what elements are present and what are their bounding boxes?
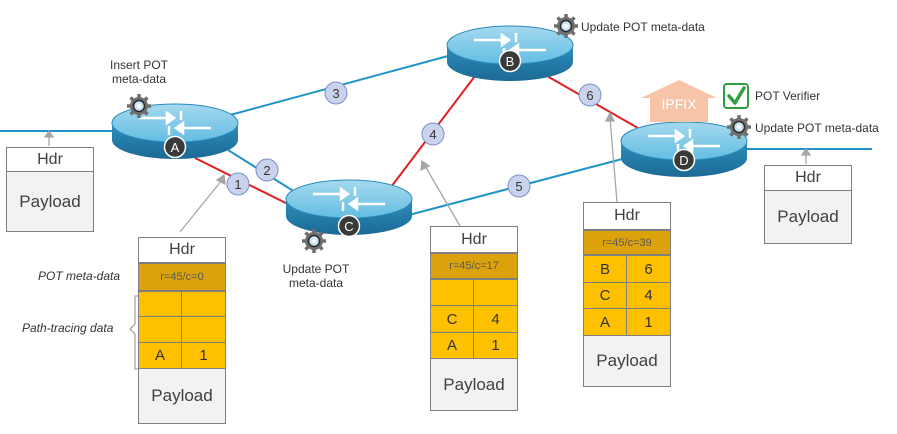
node-b-label: B bbox=[506, 54, 515, 69]
update-c-label: Update POT meta-data bbox=[270, 262, 362, 290]
hop-badges: 1 2 3 4 5 6 bbox=[226, 81, 602, 198]
insert-pot-line1: Insert POT bbox=[109, 58, 168, 72]
hop-1: 1 bbox=[234, 177, 241, 192]
trace-cell: 1 bbox=[473, 332, 518, 359]
ipfix-arrow bbox=[641, 80, 717, 122]
packet-header: Hdr bbox=[138, 237, 226, 263]
packet-payload: Payload bbox=[138, 368, 226, 424]
trace-cell: 6 bbox=[626, 255, 671, 283]
trace-cell: A bbox=[583, 308, 627, 336]
packet-arrows bbox=[43, 111, 812, 233]
hop-5: 5 bbox=[515, 179, 522, 194]
packet-payload: Payload bbox=[764, 190, 852, 244]
path-tracing-bracket bbox=[129, 295, 140, 370]
path-tracing-label: Path-tracing data bbox=[22, 321, 114, 335]
node-d-label: D bbox=[679, 153, 688, 168]
trace-cell: B bbox=[583, 255, 627, 283]
trace-cell: 1 bbox=[181, 342, 226, 369]
hop-2: 2 bbox=[263, 163, 270, 178]
trace-cell bbox=[430, 279, 474, 306]
hop-6: 6 bbox=[586, 88, 593, 103]
router-d bbox=[620, 121, 748, 177]
trace-cell bbox=[473, 279, 518, 306]
trace-cell: 4 bbox=[473, 305, 518, 333]
hop-3: 3 bbox=[332, 86, 339, 101]
trace-cell: C bbox=[583, 282, 627, 309]
node-badges: A B C D bbox=[163, 49, 696, 238]
pot-meta-cell: r=45/c=0 bbox=[138, 263, 226, 291]
ipfix-label: IPFIX bbox=[661, 96, 697, 112]
pot-meta-cell: r=45/c=39 bbox=[583, 230, 671, 255]
update-b-label: Update POT meta-data bbox=[581, 20, 705, 34]
trace-cell: A bbox=[430, 332, 474, 359]
trace-cell bbox=[138, 291, 182, 317]
packet-payload: Payload bbox=[583, 335, 671, 387]
pot-meta-label: POT meta-data bbox=[38, 269, 121, 283]
packet-header: Hdr bbox=[430, 226, 518, 253]
insert-pot-label: Insert POT meta-data bbox=[104, 58, 174, 86]
check-icon bbox=[723, 83, 749, 109]
node-a-label: A bbox=[171, 140, 180, 155]
update-d-label: Update POT meta-data bbox=[755, 121, 879, 135]
packet-header: Hdr bbox=[6, 147, 94, 172]
gear-icon-b bbox=[552, 12, 580, 40]
trace-cell bbox=[181, 316, 226, 343]
trace-cell: A bbox=[138, 342, 182, 369]
packet-header: Hdr bbox=[583, 202, 671, 230]
trace-cell: 1 bbox=[626, 308, 671, 336]
trace-cell bbox=[181, 291, 226, 317]
pot-verifier-label: POT Verifier bbox=[755, 89, 821, 103]
insert-pot-line2: meta-data bbox=[111, 72, 167, 86]
gear-icon-d bbox=[725, 113, 753, 141]
packet-payload: Payload bbox=[6, 171, 94, 232]
hop-4: 4 bbox=[429, 127, 436, 142]
update-c-line2: meta-data bbox=[288, 276, 344, 290]
gear-icon-c bbox=[300, 227, 328, 255]
trace-cell: C bbox=[430, 305, 474, 333]
packet-payload: Payload bbox=[430, 358, 518, 411]
node-c-label: C bbox=[344, 219, 353, 234]
trace-cell bbox=[138, 316, 182, 343]
gear-icon-a bbox=[125, 92, 153, 120]
trace-cell: 4 bbox=[626, 282, 671, 309]
update-c-line1: Update POT bbox=[282, 262, 350, 276]
packet-header: Hdr bbox=[764, 165, 852, 191]
pot-meta-cell: r=45/c=17 bbox=[430, 253, 518, 279]
